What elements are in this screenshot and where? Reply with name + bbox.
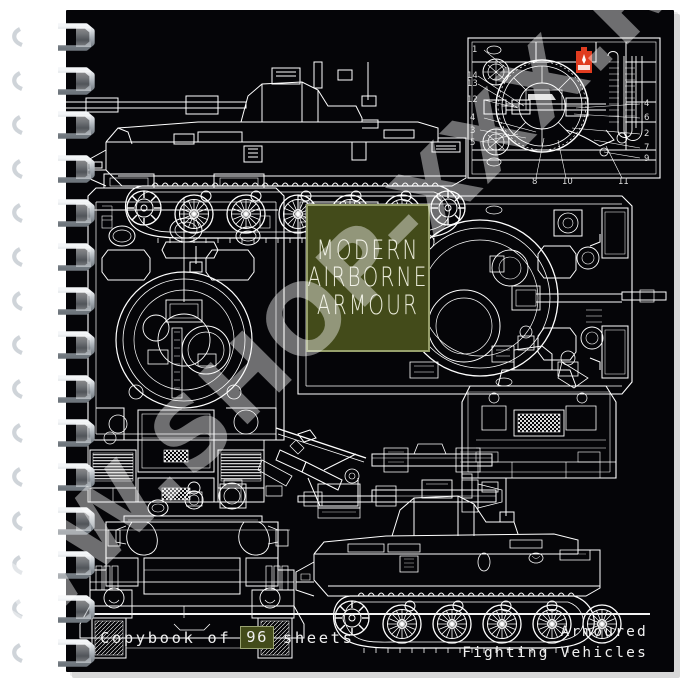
diagram-rear-elevation	[461, 325, 617, 479]
series-label: Armoured Fighting Vehicles	[462, 622, 648, 663]
sheet-count-label: Copybook of 96 sheets	[100, 626, 355, 649]
callout-number: 8	[532, 177, 538, 187]
callout-number: 11	[618, 177, 629, 187]
callout-number: 2	[644, 129, 650, 139]
diagram-gun-mount-detail	[257, 427, 367, 519]
fire-extinguisher-icon	[576, 47, 592, 73]
callout-number: 5	[470, 138, 476, 148]
copybook-of-text: Copybook of	[100, 628, 232, 647]
callout-number: 12	[467, 95, 478, 105]
callout-number: 1	[472, 45, 478, 55]
callout-number: 13	[467, 79, 478, 89]
callout-number: 9	[644, 154, 650, 164]
callout-number: 4	[644, 99, 650, 109]
callout-number: 10	[562, 177, 573, 187]
title-line-3: ARMOUR	[316, 288, 420, 321]
sheets-text: sheets	[282, 628, 355, 647]
footer-divider	[94, 613, 650, 615]
callout-number: 7	[644, 143, 650, 153]
series-line-2: Fighting Vehicles	[462, 644, 648, 661]
diagram-side-elevation-bottom	[295, 473, 622, 653]
callout-number: 14	[467, 71, 478, 81]
diagram-weapon-profile-detail	[371, 443, 503, 513]
diagram-cutaway-engine-compartment	[467, 37, 661, 179]
callout-number: 4	[470, 113, 476, 123]
title-line-1: MODERN	[316, 233, 420, 266]
sheet-count-badge: 96	[240, 626, 274, 649]
callout-number: 6	[644, 113, 650, 123]
callout-number: 3	[470, 126, 476, 136]
diagram-plan-view-left	[87, 173, 285, 503]
cover-board: 1 14 13 12 4 3 5 4 6 2 7 9 8 10 11 MODER…	[66, 10, 674, 672]
title-line-2: AIRBORNE	[307, 260, 429, 294]
title-block: MODERN AIRBORNE ARMOUR	[306, 204, 430, 352]
series-line-1: Armoured	[560, 624, 648, 640]
